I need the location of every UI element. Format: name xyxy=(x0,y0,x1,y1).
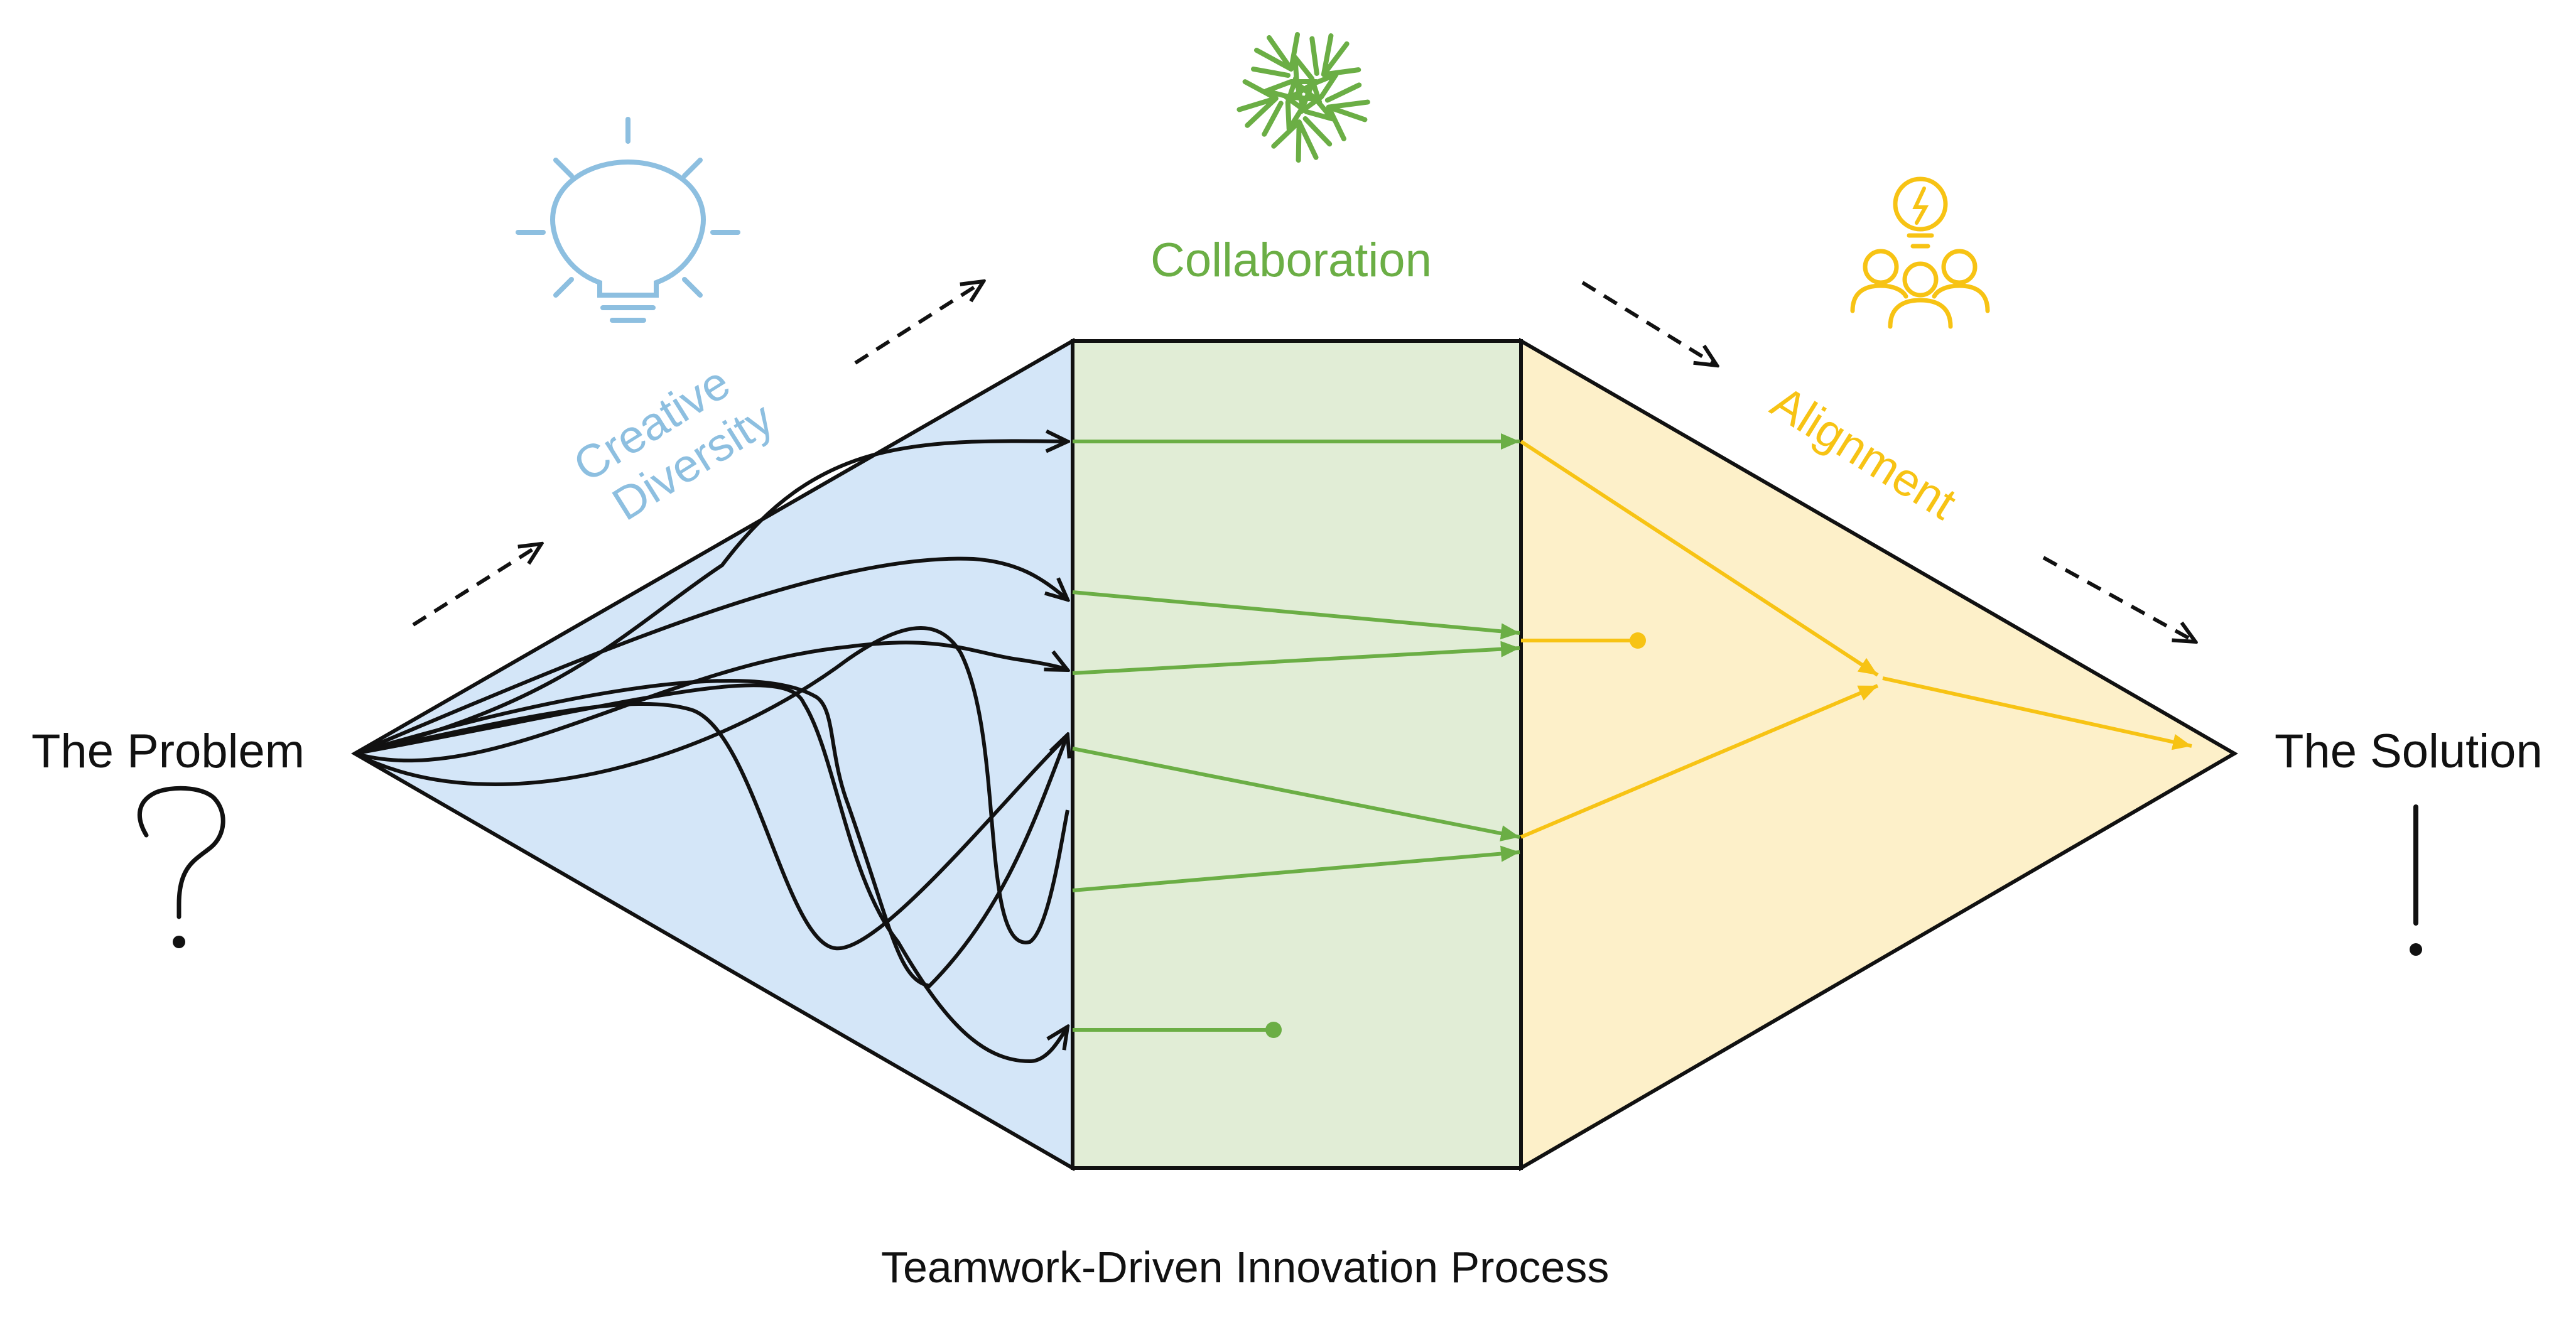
collab-dead-end-dot xyxy=(1265,1022,1282,1038)
alignment-region xyxy=(1519,337,2238,1172)
align-dead-end-dot xyxy=(1630,632,1646,649)
divergent-paths xyxy=(354,441,1069,1064)
collaboration-label: Collaboration xyxy=(1150,234,1432,287)
collab-arrow-2 xyxy=(1072,590,1520,640)
collaboration-arrows xyxy=(1072,433,1520,1038)
divergent-path-2 xyxy=(354,556,1068,755)
divergent-path-1 xyxy=(354,441,1068,755)
collaboration-region xyxy=(1071,339,1523,1170)
hands-circle-icon xyxy=(1237,32,1370,163)
collab-arrow-5 xyxy=(1072,845,1520,892)
divergent-path-4 xyxy=(354,626,1069,944)
progress-arrow-1 xyxy=(412,544,541,627)
progress-arrow-3 xyxy=(1581,281,1717,365)
alignment-arrows xyxy=(1520,440,2192,839)
exclamation-mark-icon xyxy=(2410,804,2422,956)
team-idea-icon xyxy=(1850,176,1990,329)
divergent-path-5 xyxy=(354,683,1068,1064)
divergent-path-7 xyxy=(354,701,1069,951)
progress-arrow-4 xyxy=(2042,556,2195,642)
align-arrow-final xyxy=(1882,676,2192,750)
question-mark-icon xyxy=(137,786,225,948)
divergent-path-3 xyxy=(354,641,1068,763)
collab-arrow-3 xyxy=(1072,641,1520,675)
progress-arrows xyxy=(412,281,2195,642)
diagram-caption: Teamwork-Driven Innovation Process xyxy=(881,1243,1609,1292)
align-arrow-1 xyxy=(1520,440,1879,677)
collab-arrow-4 xyxy=(1072,747,1520,841)
divergent-path-6 xyxy=(354,679,1068,988)
align-arrow-2 xyxy=(1520,684,1879,839)
creative-diversity-label: Creative Diversity xyxy=(565,356,782,531)
problem-label: The Problem xyxy=(31,725,305,778)
solution-label: The Solution xyxy=(2275,725,2543,778)
lightbulb-icon xyxy=(516,117,740,323)
progress-arrow-2 xyxy=(854,281,983,365)
